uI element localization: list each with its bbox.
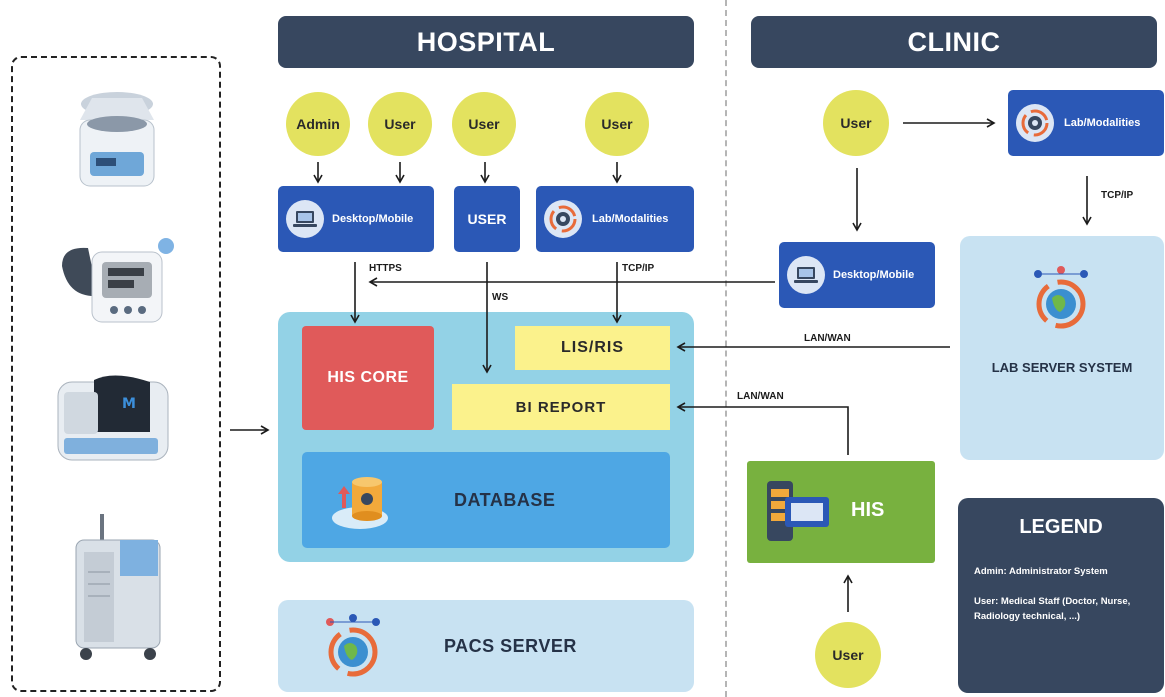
hospital-header: HOSPITAL [278, 16, 694, 68]
lis-ris-label: LIS/RIS [560, 339, 624, 356]
clinic-lab-modalities-box: Lab/Modalities [1008, 90, 1164, 156]
legend-item-user: User: Medical Staff (Doctor, Nurse, Radi… [974, 596, 1131, 622]
ws-label: WS [492, 292, 509, 303]
arrow-lanwan-bi [676, 402, 849, 455]
https-label: HTTPS [369, 263, 402, 274]
svg-text:M: M [122, 396, 136, 412]
lab-analyzer-image: M [54, 372, 172, 464]
clinic-user-bottom-circle: User [815, 622, 881, 688]
hospital-lab-modalities-box: Lab/Modalities [536, 186, 694, 252]
centrifuge-device-image [72, 82, 162, 192]
pacs-server-box: PACS SERVER [278, 600, 694, 692]
user-circle-2: User [452, 92, 516, 156]
imaging-cart-image [70, 512, 166, 662]
hospital-lab-modalities-label: Lab/Modalities [592, 213, 669, 225]
lanwan-lis-label: LAN/WAN [804, 333, 851, 344]
section-divider [725, 0, 727, 697]
tcpip-clinic-label: TCP/IP [1101, 190, 1134, 201]
clinic-desktop-mobile-box: Desktop/Mobile [779, 242, 935, 308]
lab-server-system-box: LAB SERVER SYSTEM [960, 236, 1164, 460]
database-label: DATABASE [454, 490, 556, 510]
clinic-his-label: HIS [851, 499, 885, 521]
pacs-server-label: PACS SERVER [444, 636, 577, 656]
legend-title: LEGEND [1019, 516, 1103, 538]
his-core-label: HIS CORE [327, 369, 409, 386]
lanwan-bi-label: LAN/WAN [737, 391, 784, 402]
tcpip-hospital-label: TCP/IP [622, 263, 655, 274]
clinic-lab-gear-icon [1016, 104, 1054, 142]
his-core-box: HIS CORE [302, 326, 434, 430]
user-circle-1: User [368, 92, 432, 156]
clinic-laptop-icon [787, 256, 825, 294]
bi-report-box: BI REPORT [452, 384, 670, 430]
devices-panel [11, 56, 221, 692]
clinic-his-box: HIS [747, 461, 935, 563]
legend-item-admin: Admin: Administrator System [974, 566, 1108, 577]
clinic-lab-modalities-label: Lab/Modalities [1064, 117, 1141, 129]
his-device-icon [765, 479, 831, 550]
server-globe-icon [320, 614, 386, 685]
clinic-header: CLINIC [751, 16, 1157, 68]
admin-circle: Admin [286, 92, 350, 156]
lis-ris-box: LIS/RIS [515, 326, 670, 370]
hospital-desktop-mobile-label: Desktop/Mobile [332, 213, 414, 225]
clinic-user-top-circle: User [823, 90, 889, 156]
bi-report-label: BI REPORT [515, 398, 607, 416]
hospital-user-box: USER [454, 186, 520, 252]
user-circle-3: User [585, 92, 649, 156]
database-box: DATABASE [302, 452, 670, 548]
hospital-user-box-label: USER [467, 211, 507, 227]
lab-gear-icon [544, 200, 582, 238]
laptop-icon [286, 200, 324, 238]
blood-pressure-monitor-image [58, 236, 176, 330]
database-icon [328, 472, 398, 537]
clinic-desktop-mobile-label: Desktop/Mobile [833, 269, 915, 281]
hospital-desktop-mobile-box: Desktop/Mobile [278, 186, 434, 252]
lab-server-globe-icon [1028, 266, 1094, 337]
lab-server-system-label: LAB SERVER SYSTEM [991, 360, 1133, 375]
legend-box: LEGEND Admin: Administrator System User:… [958, 498, 1164, 693]
